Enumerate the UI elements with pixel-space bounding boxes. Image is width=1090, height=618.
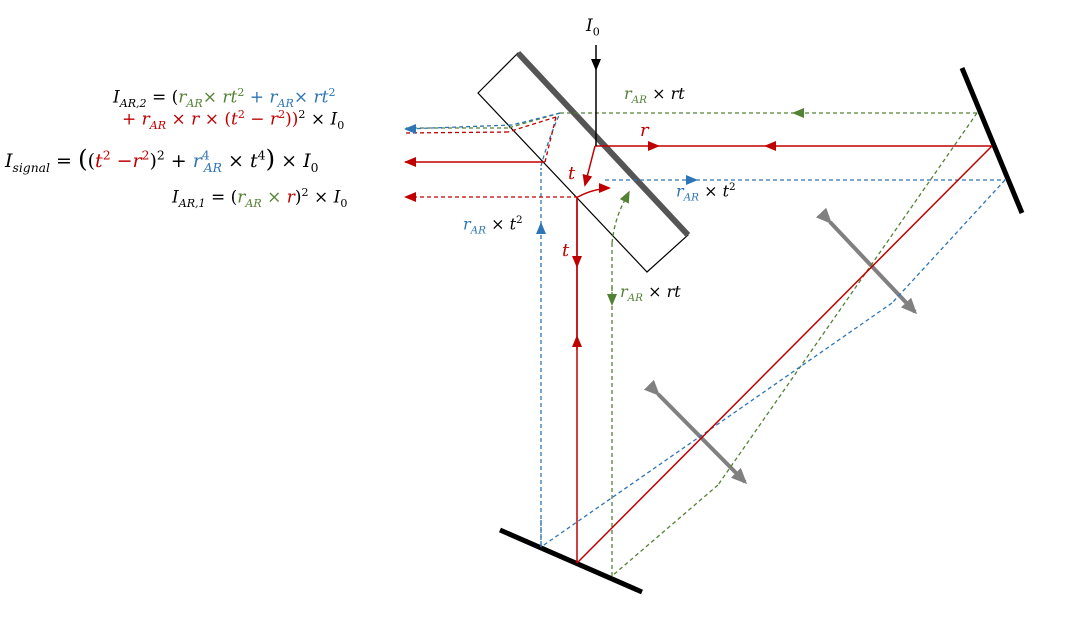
label-green-bottom: rAR × rt (620, 282, 681, 305)
equation-signal: Isignal = ((t2 −r2)2 + r4AR × t4) × I0 (5, 144, 319, 175)
label-t-upper: t (568, 163, 576, 184)
beam-splitter (477, 50, 691, 273)
equation-ar2-line1: IAR,2 = (rAR× rt2 + rAR× rt2 (113, 86, 336, 111)
mirror-bottom (498, 527, 644, 595)
label-r: r (640, 120, 649, 141)
output-arrowheads (404, 124, 416, 202)
label-t-lower: t (562, 240, 570, 261)
red-beam (405, 141, 993, 564)
red-dashed-beam (404, 116, 578, 198)
mirror-right (959, 67, 1025, 214)
label-green-top: rAR × rt (624, 84, 685, 107)
blue-beam (404, 112, 1006, 548)
label-blue-right: rAR × t2 (676, 181, 736, 204)
label-i0: I0 (586, 16, 600, 39)
equation-ar2-line2: + rAR × r × (t2 − r2))2 × I0 (122, 108, 345, 133)
equation-ar1: IAR,1 = (rAR × r)2 × I0 (172, 186, 348, 211)
label-blue-left: rAR × t2 (463, 214, 523, 237)
